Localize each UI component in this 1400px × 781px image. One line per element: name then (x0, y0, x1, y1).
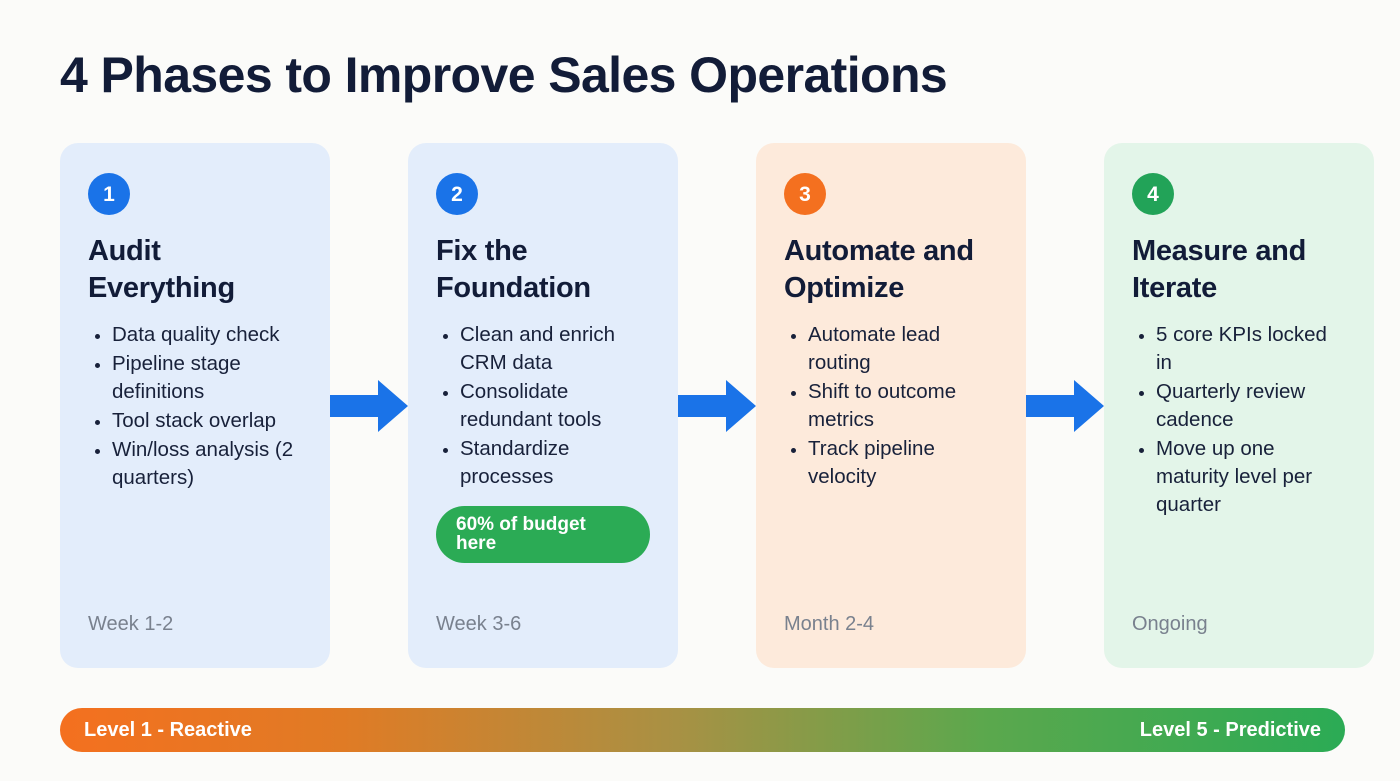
list-item: Pipeline stage definitions (112, 350, 302, 406)
maturity-gradient-bar: Level 1 - Reactive Level 5 - Predictive (60, 708, 1345, 752)
phase-timeline-4: Ongoing (1132, 613, 1208, 635)
arrow-right-icon (330, 379, 408, 432)
phase-timeline-1: Week 1-2 (88, 613, 174, 635)
connector-arrow-2 (678, 143, 756, 668)
phase-card-3: 3 Automate and Optimize Automate lead ro… (756, 143, 1026, 668)
phase-number-badge-1: 1 (88, 173, 130, 215)
list-item: Track pipeline velocity (808, 435, 998, 491)
phase-card-2: 2 Fix the Foundation Clean and enrich CR… (408, 143, 678, 668)
list-item: Data quality check (112, 321, 302, 349)
list-item: Standardize processes (460, 435, 650, 491)
phase-timeline-3: Month 2-4 (784, 613, 875, 635)
list-item: Consolidate redundant tools (460, 378, 650, 434)
page-title: 4 Phases to Improve Sales Operations (60, 47, 948, 103)
connector-arrow-3 (1026, 143, 1104, 668)
phase-number-badge-2: 2 (436, 173, 478, 215)
list-item: 5 core KPIs locked in (1156, 321, 1346, 377)
list-item: Move up one maturity level per quarter (1156, 435, 1346, 519)
phase-cards-row: 1 Audit Everything Data quality check Pi… (60, 143, 1374, 668)
phase-bullet-list-2: Clean and enrich CRM data Consolidate re… (436, 321, 650, 492)
phase-title-4: Measure and Iterate (1132, 235, 1306, 304)
phase-bullet-list-1: Data quality check Pipeline stage defini… (88, 321, 302, 493)
phase-card-1: 1 Audit Everything Data quality check Pi… (60, 143, 330, 668)
phase-number-badge-4: 4 (1132, 173, 1174, 215)
connector-arrow-1 (330, 143, 408, 668)
list-item: Shift to outcome metrics (808, 378, 998, 434)
list-item: Quarterly review cadence (1156, 378, 1346, 434)
list-item: Win/loss analysis (2 quarters) (112, 436, 302, 492)
phase-bullet-list-3: Automate lead routing Shift to outcome m… (784, 321, 998, 492)
phase-title-1: Audit Everything (88, 235, 235, 304)
phase-card-4: 4 Measure and Iterate 5 core KPIs locked… (1104, 143, 1374, 668)
arrow-right-icon (678, 379, 756, 432)
phase-timeline-2: Week 3-6 (436, 613, 522, 635)
maturity-level-end-label: Level 5 - Predictive (1139, 718, 1321, 741)
phase-title-2: Fix the Foundation (436, 235, 591, 304)
list-item: Automate lead routing (808, 321, 998, 377)
list-item: Clean and enrich CRM data (460, 321, 650, 377)
list-item: Tool stack overlap (112, 407, 302, 435)
phase-bullet-list-4: 5 core KPIs locked in Quarterly review c… (1132, 321, 1346, 521)
arrow-right-icon (1026, 379, 1104, 432)
phase-number-badge-3: 3 (784, 173, 826, 215)
phase-title-3: Automate and Optimize (784, 235, 974, 304)
maturity-level-start-label: Level 1 - Reactive (84, 718, 252, 741)
budget-badge: 60% of budget here (436, 506, 650, 564)
